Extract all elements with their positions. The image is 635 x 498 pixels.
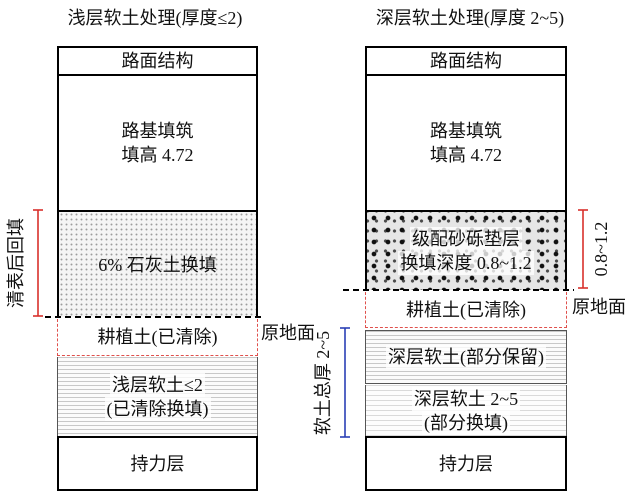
left-pavement-label: 路面结构 [121,51,194,71]
right-retained-soft-soil-layer: 深层软土(部分保留) [365,330,567,384]
right-ground-surface-label: 原地面 [572,297,626,317]
right-gravel-cushion-label: 级配砂砾垫层 [410,227,522,251]
right-replaced-soft-soil-label: 深层软土 2~5 [411,387,521,411]
left-bearing-label: 持力层 [130,453,185,474]
left-bearing-layer: 持力层 [57,436,258,491]
right-topsoil-label: 耕植土(已清除) [406,299,526,320]
left-topsoil-label: 耕植土(已清除) [97,327,218,347]
left-embankment-height: 填高 4.72 [121,145,194,165]
left-title: 浅层软土处理(厚度≤2) [67,8,243,28]
right-title: 深层软土处理(厚度 2~5) [375,8,565,28]
right-cushion-dimension-label: 0.8~1.2 [591,221,611,277]
right-bearing-layer: 持力层 [365,436,567,491]
right-gravel-cushion-depth: 换填深度 0.8~1.2 [398,251,534,275]
left-lime-soil-label: 6% 石灰土换填 [98,254,217,275]
right-gravel-cushion-layer: 级配砂砾垫层 换填深度 0.8~1.2 [365,210,567,290]
right-cushion-bracket [578,209,588,289]
right-topsoil-layer: 耕植土(已清除) [365,292,567,328]
right-embankment-height: 填高 4.72 [430,145,502,165]
left-topsoil-layer: 耕植土(已清除) [57,319,258,356]
right-pavement-layer: 路面结构 [365,46,567,76]
left-soft-soil-layer: 浅层软土≤2 (已清除换填) [57,357,258,437]
right-replaced-soft-soil-note: (部分换填) [422,411,510,435]
left-embankment-layer: 路基填筑 填高 4.72 [57,74,258,212]
right-retained-soft-soil-label: 深层软土(部分保留) [386,345,546,369]
left-ground-surface-label: 原地面 [261,323,315,343]
right-embankment-layer: 路基填筑 填高 4.72 [365,74,567,212]
left-lime-soil-layer: 6% 石灰土换填 [57,210,258,317]
left-embankment-label: 路基填筑 [121,121,194,141]
right-pavement-label: 路面结构 [430,51,502,71]
right-total-soft-soil-bracket [340,327,350,438]
right-replaced-soft-soil-layer: 深层软土 2~5 (部分换填) [365,385,567,437]
left-pavement-layer: 路面结构 [57,46,258,76]
right-bearing-label: 持力层 [439,453,493,474]
right-embankment-label: 路基填筑 [430,121,502,141]
left-soft-soil-label: 浅层软土≤2 [110,373,205,397]
left-backfill-bracket [33,209,43,317]
right-total-soft-soil-dimension-label: 软土总厚 2~5 [313,330,333,436]
left-soft-soil-note: (已清除换填) [104,397,211,421]
left-backfill-dimension-label: 清表后回填 [6,218,26,308]
